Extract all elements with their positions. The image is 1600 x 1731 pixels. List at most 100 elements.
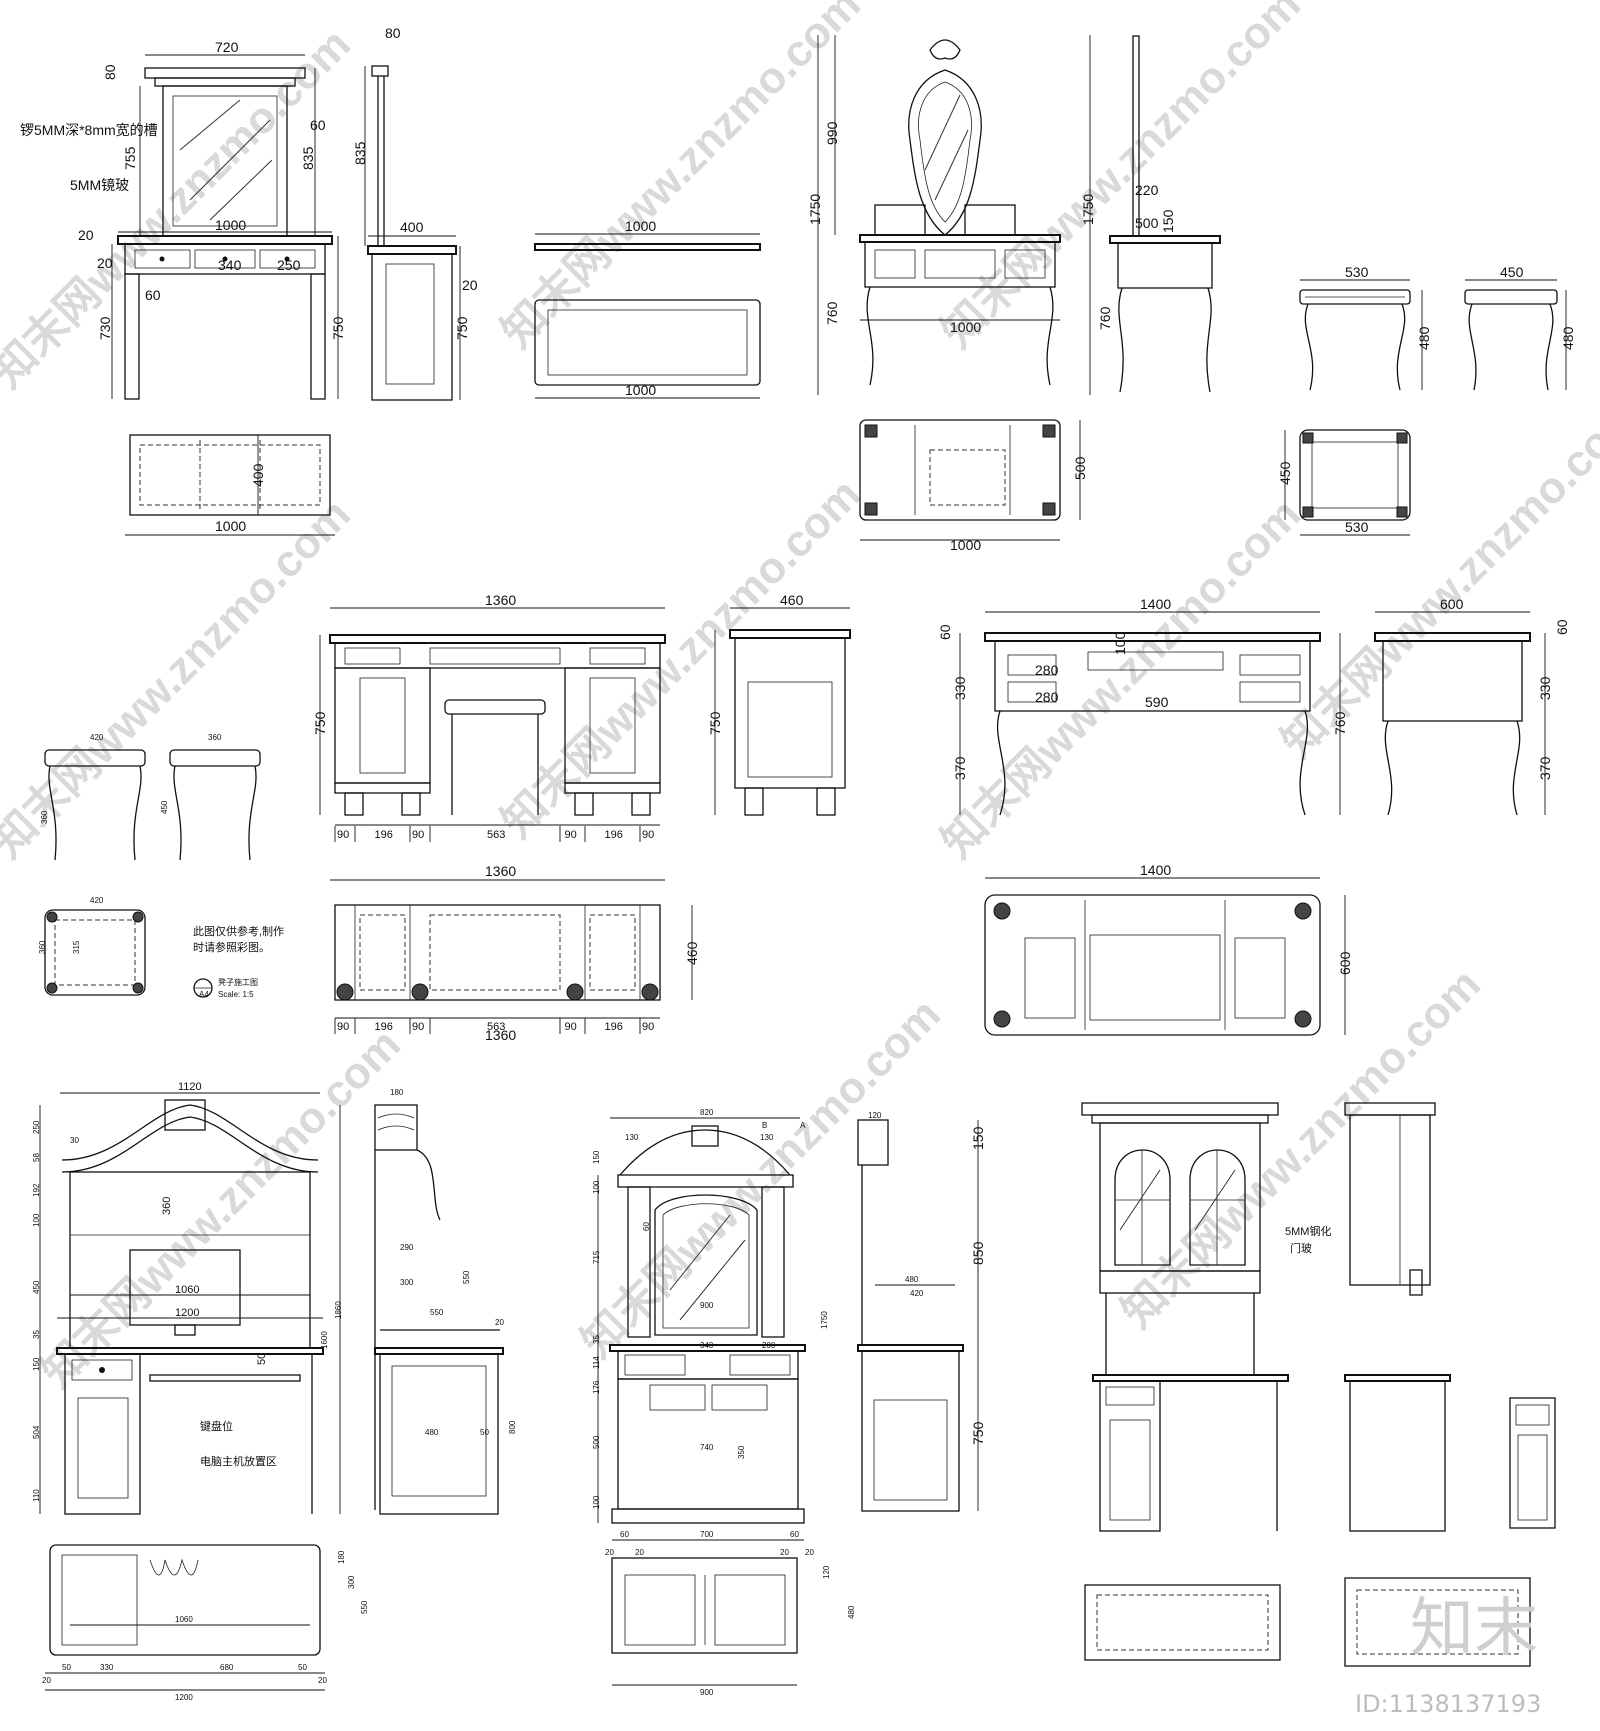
plan-view-6 (334, 904, 661, 1001)
dim-width: 1400 (1140, 596, 1171, 612)
drawing-title: 凳子施工图 (218, 977, 258, 987)
dim-mirror-height: 755 (122, 146, 138, 170)
dim-side-480: 480 (425, 1428, 439, 1437)
note-glass-2: 门玻 (1290, 1241, 1312, 1255)
dim-plan-300: 300 (347, 1575, 356, 1589)
dim-edge: 20 (97, 255, 113, 271)
arched-crown (61, 1104, 319, 1161)
dim-lower-h: 370 (952, 756, 968, 780)
dim-segment: 563 (487, 1021, 505, 1033)
note-line2: 时请参照彩图。 (193, 940, 270, 954)
stool-plan (1299, 429, 1411, 521)
arched-top (619, 1129, 791, 1176)
dim-130a: 130 (625, 1133, 639, 1142)
label-cpu: 电脑主机放置区 (200, 1454, 277, 1468)
dim-side-edge: 20 (462, 277, 478, 293)
dim-mirror-top: 80 (102, 64, 118, 80)
cabinet-cornice (1081, 1102, 1279, 1116)
dim-plan-inner: 315 (72, 940, 81, 954)
dim-plan-depth: 460 (684, 941, 700, 965)
dim-plan-20b: 20 (318, 1676, 327, 1685)
dim-side-420: 420 (910, 1289, 924, 1298)
dim-table-w: 1200 (175, 1307, 199, 1319)
dim-500: 500 (592, 1435, 601, 1449)
dim-segment: 196 (605, 829, 623, 841)
top-board-plan (534, 299, 761, 386)
dim-side-total: 1750 (1080, 194, 1096, 225)
dim-60: 60 (642, 1222, 651, 1231)
dim-height-total: 1750 (807, 194, 823, 225)
dim-b60a: 60 (620, 1530, 629, 1539)
dim-35: 35 (32, 1330, 41, 1339)
watermark-brand: 知末 (1410, 1592, 1538, 1666)
dim-110: 110 (32, 1489, 41, 1502)
crest-ornament (929, 39, 961, 60)
drawer-row (124, 243, 326, 275)
dim-h850: 850 (970, 1241, 986, 1265)
oval-mirror (908, 69, 982, 236)
panel-arched-vanity: 820 130 130 B A 150 100 715 60 900 35 11… (592, 1108, 986, 1697)
dim-plan-120: 120 (822, 1565, 831, 1579)
dim-side-20: 20 (495, 1318, 504, 1327)
dim-frame-width: 60 (310, 117, 326, 133)
arched-mirror (654, 1194, 758, 1336)
dim-side-top: 80 (385, 25, 401, 41)
dim-side-500: 500 (1135, 215, 1159, 231)
dim-mirror-width: 720 (215, 39, 239, 55)
watermark-text: 知末网www.znzmo.com (1272, 390, 1600, 767)
dim-width: 1360 (485, 592, 516, 608)
dim-side-width: 460 (780, 592, 804, 608)
plan-view-3 (859, 419, 1061, 521)
dim-segment: 90 (337, 829, 349, 841)
dim-segment: 90 (642, 1021, 654, 1033)
dim-504: 504 (32, 1425, 41, 1439)
panel-baroque-vanity: 990 1750 760 1000 1750 220 150 500 760 5… (807, 35, 1221, 553)
dim-b20c: 20 (780, 1548, 789, 1557)
dim-drawer-w: 340 (700, 1341, 714, 1350)
left-pedestal (334, 667, 431, 784)
dim-plan-1060: 1060 (175, 1615, 193, 1624)
dim-stool1-height: 480 (1416, 326, 1432, 350)
dim-plan-depth: 450 (1277, 461, 1293, 485)
dim-stool2-height: 480 (1560, 326, 1576, 350)
dim-base-w: 700 (700, 1530, 714, 1539)
keyboard-tray (149, 1374, 301, 1382)
dim-side-550b: 550 (430, 1308, 444, 1317)
plan-view-10 (1084, 1584, 1281, 1661)
dim-segment: 196 (375, 1021, 393, 1033)
dim-plan-width: 1400 (1140, 862, 1171, 878)
plan-view-9 (611, 1557, 798, 1654)
dim-side-height: 835 (352, 141, 368, 165)
stool-cushion (1464, 289, 1558, 305)
dim-height-upper: 990 (824, 121, 840, 145)
dim-side-upper: 330 (1537, 676, 1553, 700)
dim-side-w: 180 (390, 1088, 404, 1097)
watermark-text: 知末网www.znzmo.com (492, 470, 869, 847)
dim-side-lower: 760 (1097, 306, 1113, 330)
panel-top-board: 1000 1000 (534, 218, 761, 399)
dim-drawer-h1: 280 (1035, 662, 1059, 678)
dim-side-total: 750 (454, 316, 470, 340)
note-mirror-glass: 5MM镜玻 (70, 177, 129, 193)
dim-width: 1000 (950, 319, 981, 335)
note-line1: 此图仅供参考,制作 (193, 924, 284, 938)
dim-leg-height: 730 (97, 316, 113, 340)
dim-plan-330: 330 (100, 1663, 114, 1672)
label-a: A (800, 1121, 806, 1130)
side-cabinet (371, 253, 453, 401)
dim-715: 715 (592, 1250, 601, 1264)
dim-114: 114 (592, 1356, 601, 1369)
dim-stool1-width: 530 (1345, 264, 1369, 280)
dim-side-300: 300 (400, 1278, 414, 1287)
dim-b20a: 20 (605, 1548, 614, 1557)
dim-side-290: 290 (400, 1243, 414, 1252)
dim-side-top: 60 (1554, 619, 1570, 635)
dim-35: 35 (592, 1335, 601, 1344)
watermark-text: 知末网www.znzmo.com (32, 1020, 409, 1397)
dim-150: 150 (592, 1150, 601, 1164)
drawing-scale: Scale: 1:5 (218, 990, 254, 999)
dim-250: 250 (32, 1120, 41, 1134)
dim-plan-width-bottom: 1360 (485, 1027, 516, 1043)
dim-side-lower: 370 (1537, 756, 1553, 780)
dim-side-120: 120 (868, 1111, 882, 1120)
